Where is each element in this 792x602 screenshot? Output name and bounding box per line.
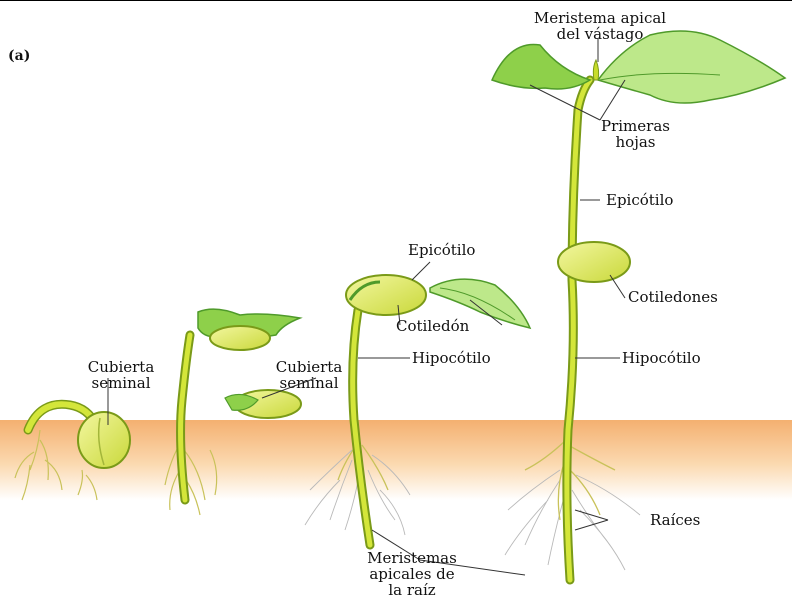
label-epicotilo-right: Epicótilo (606, 192, 673, 208)
shed-seed-coat (225, 390, 301, 418)
panel-tag: (a) (8, 48, 30, 64)
apical-bud (593, 60, 598, 80)
label-cubierta-seminal-mid: Cubierta seminal (274, 359, 344, 391)
cotyledon-stage-2 (210, 326, 270, 350)
label-raices: Raíces (650, 512, 700, 528)
label-meristema-apical-vastago: Meristema apical del vástago (530, 10, 670, 42)
first-leaf-left (492, 44, 590, 89)
label-meristemas-raiz: Meristemas apicales de la raíz (362, 550, 462, 598)
label-hipocotilo-right: Hipocótilo (622, 350, 701, 366)
cotyledons-stage-4 (558, 242, 630, 282)
label-hipocotilo-mid: Hipocótilo (412, 350, 491, 366)
stem-stage-4 (567, 80, 590, 580)
cotyledon-stage-3 (346, 275, 426, 315)
seed-stage-1 (78, 412, 130, 468)
label-epicotilo-mid: Epicótilo (408, 242, 475, 258)
seedling-stage-3 (305, 275, 530, 545)
label-cubierta-seminal-left: Cubierta seminal (86, 359, 156, 391)
label-primeras-hojas: Primeras hojas (598, 118, 673, 150)
label-cotiledones: Cotiledones (628, 289, 718, 305)
label-cotiledon: Cotiledón (396, 318, 469, 334)
